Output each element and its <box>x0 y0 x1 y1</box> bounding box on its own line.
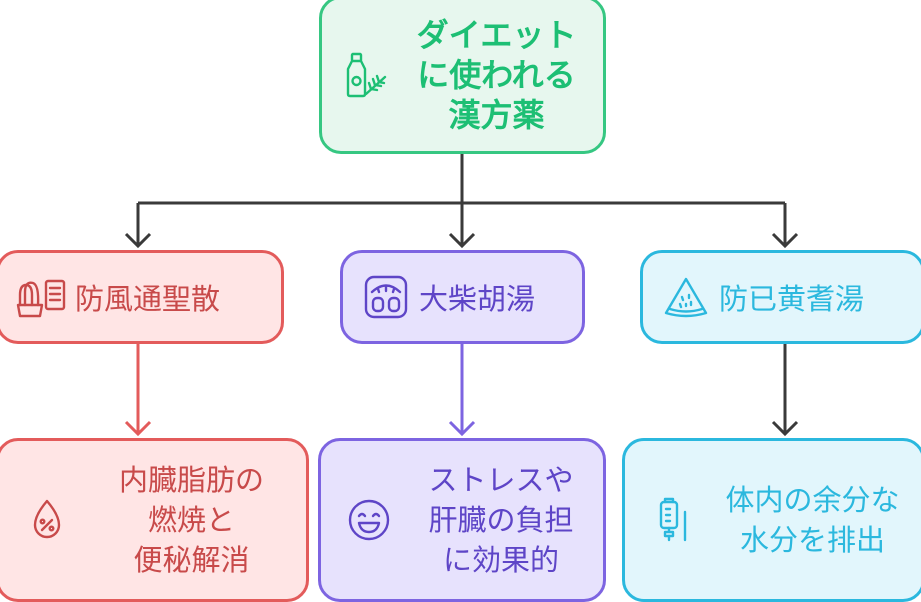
arrowhead-1 <box>124 232 152 249</box>
effect-node-3[interactable]: 体内の余分な 水分を排出 <box>622 438 921 602</box>
effect-3-line-1: 体内の余分な <box>725 483 900 517</box>
iv-bag-icon <box>643 496 703 544</box>
plant-pot-icon <box>15 275 69 319</box>
effect-1-line-2: 燃焼と <box>147 503 235 537</box>
root-label: ダイエット に使われる 漢方薬 <box>396 15 603 135</box>
remedy-name-2: 大柴胡湯 <box>419 282 536 316</box>
remedy-node-boiogito[interactable]: 防已黄耆湯 <box>640 250 921 344</box>
root-line-1: ダイエット <box>416 16 577 54</box>
root-connectors <box>124 154 799 249</box>
smile-face-icon <box>339 497 399 543</box>
herbal-bottle-icon <box>336 50 396 100</box>
effect-node-1[interactable]: 内臓脂肪の 燃焼と 便秘解消 <box>0 438 309 602</box>
effect-connectors <box>124 344 799 437</box>
effect-2-line-2: 肝臓の負担 <box>428 503 574 537</box>
root-node[interactable]: ダイエット に使われる 漢方薬 <box>319 0 606 154</box>
effect-1-line-1: 内臓脂肪の <box>118 463 264 497</box>
root-line-3: 漢方薬 <box>448 96 545 134</box>
effect-node-2[interactable]: ストレスや 肝臓の負担 に効果的 <box>318 438 606 602</box>
root-line-2: に使われる <box>417 56 576 94</box>
remedy-node-daisaikoto[interactable]: 大柴胡湯 <box>340 250 585 344</box>
effect-text-2: ストレスや 肝臓の負担 に効果的 <box>399 460 603 580</box>
effect-arrowhead-2 <box>448 420 476 437</box>
effect-2-line-1: ストレスや <box>428 463 574 497</box>
remedy-node-bofutsushosan[interactable]: 防風通聖散 <box>0 250 284 344</box>
effect-1-line-3: 便秘解消 <box>133 543 250 577</box>
effect-text-1: 内臓脂肪の 燃焼と 便秘解消 <box>77 460 306 580</box>
arrowhead-2 <box>448 232 476 249</box>
effect-text-3: 体内の余分な 水分を排出 <box>703 480 921 560</box>
effect-3-line-2: 水分を排出 <box>739 523 885 557</box>
effect-arrowhead-1 <box>124 420 152 437</box>
effect-2-line-3: に効果的 <box>442 543 559 577</box>
arrowhead-3 <box>771 232 799 249</box>
remedy-name-1: 防風通聖散 <box>75 282 221 316</box>
scale-icon <box>359 273 413 321</box>
remedy-name-3: 防已黄耆湯 <box>719 282 865 316</box>
percent-drop-icon <box>17 497 77 543</box>
effect-arrowhead-3 <box>771 420 799 437</box>
watermelon-icon <box>659 275 713 319</box>
